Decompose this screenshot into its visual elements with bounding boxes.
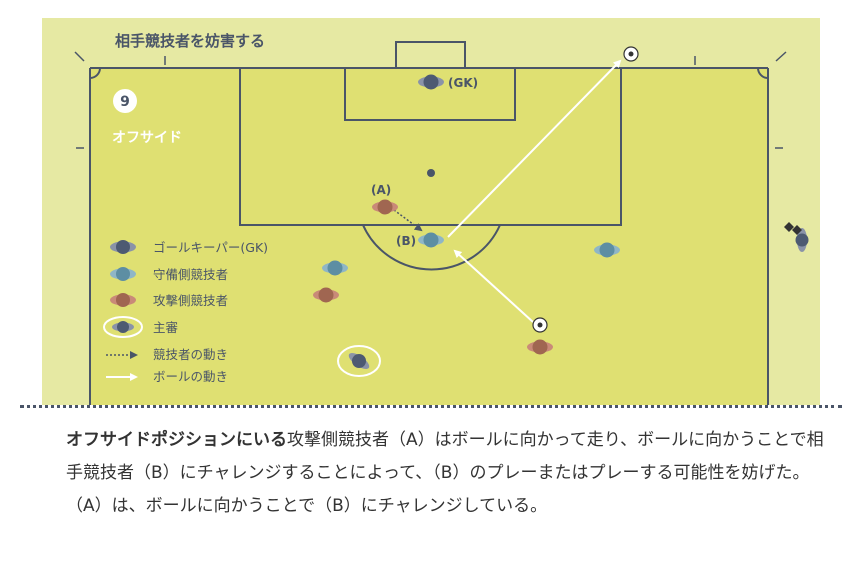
flag-icon [784,222,802,235]
defender-icon [594,242,620,258]
number-badge [113,89,137,113]
description: オフサイドポジションにいる攻撃側競技者（A）はボールに向かって走り、ボールに向か… [66,424,826,523]
player-movement-arrow [393,209,423,232]
legend-label: 守備側競技者 [153,267,228,282]
description-text: 攻撃側競技者（A）はボールに向かって走り、ボールに向かうことで相手競技者（B）に… [66,430,824,516]
legend-defender-icon [110,267,136,281]
ball-movement-arrow-2 [453,249,534,323]
legend-label: 主審 [153,320,179,335]
legend-label: ゴールキーパー(GK) [153,240,268,255]
legend: ゴールキーパー(GK) 守備側競技者 攻撃側競技者 主審 競技者の動き ボールの… [103,240,268,384]
a-label: (A) [371,183,391,197]
penalty-spot [427,169,435,177]
legend-label: 攻撃側競技者 [153,293,228,308]
penalty-arc [362,224,501,271]
gk-label: (GK) [448,76,478,90]
diagram-number: 9 [120,94,130,110]
corner-arc-right [757,67,769,79]
defender-icon [322,260,348,276]
ball-icon [532,317,548,333]
diagram-title: 相手競技者を妨害する [115,32,265,50]
attacker-icon [372,199,398,215]
corner-arc-left [89,67,101,79]
goal [395,41,466,69]
attacker-icon [313,287,339,303]
legend-goalkeeper-icon [110,240,136,254]
referee-icon [337,345,381,377]
dotted-divider [20,405,842,408]
goalkeeper-icon [418,74,444,90]
b-label: (B) [396,234,416,248]
legend-attacker-icon [110,293,136,307]
legend-label: 競技者の動き [153,347,228,362]
attacker-icon [527,339,553,355]
assistant-referee-icon [795,228,809,252]
ball-movement-arrow-1 [447,59,622,238]
legend-label: ボールの動き [153,369,228,384]
ball-icon [623,46,639,62]
defender-icon [418,232,444,248]
diagram-subtitle: オフサイド [112,130,182,146]
description-bold: オフサイドポジションにいる [66,430,287,450]
legend-referee-icon [103,316,143,338]
